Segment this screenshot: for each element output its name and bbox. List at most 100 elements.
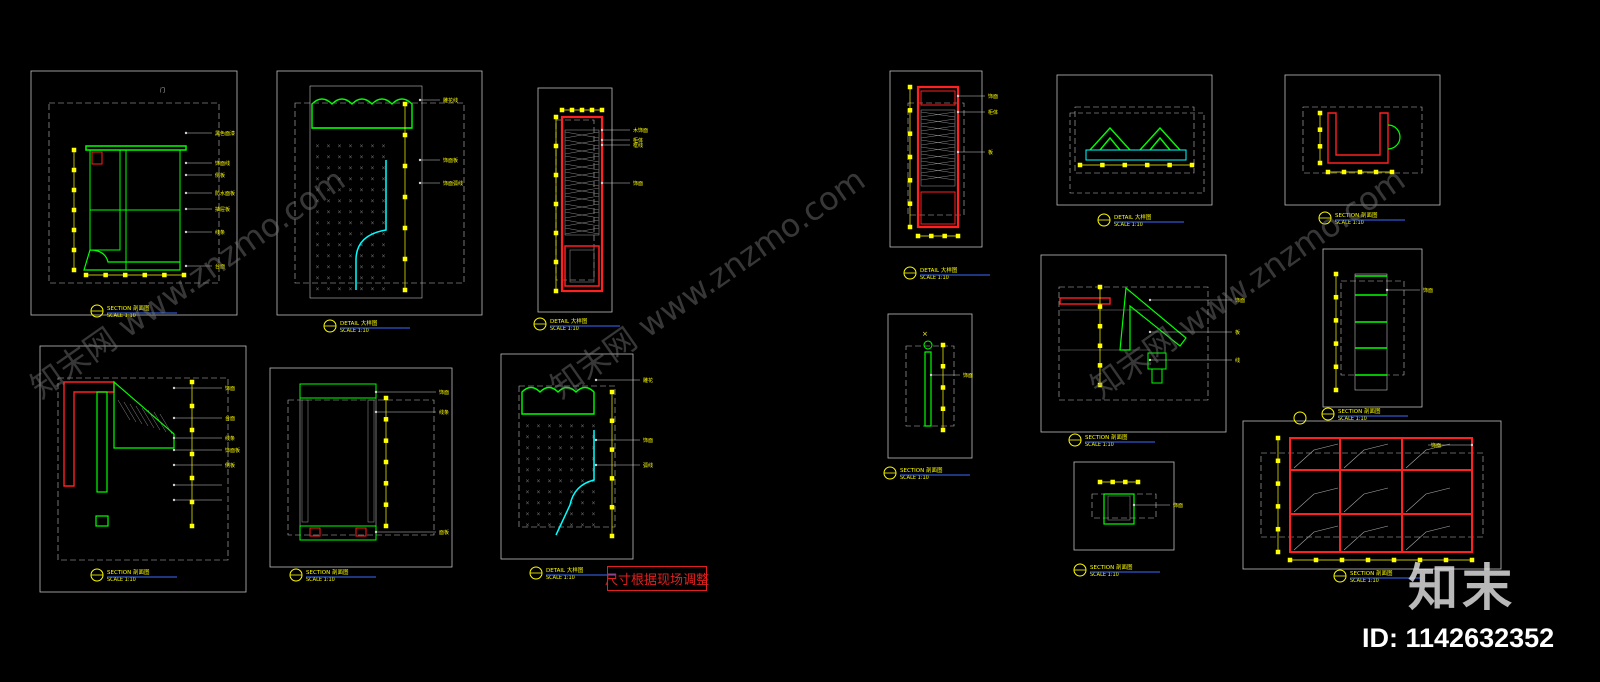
svg-text:线条: 线条: [215, 229, 225, 236]
dimension-chain: [915, 233, 961, 239]
svg-text:×: ×: [536, 523, 540, 529]
svg-text:×: ×: [370, 144, 374, 150]
svg-text:×: ×: [381, 243, 385, 249]
svg-text:×: ×: [558, 468, 562, 474]
svg-text:×: ×: [337, 221, 341, 227]
svg-text:×: ×: [580, 512, 584, 518]
dimension-chain: [1275, 435, 1281, 555]
svg-text:×: ×: [591, 490, 595, 496]
svg-text:×: ×: [525, 512, 529, 518]
svg-text:×: ×: [315, 243, 319, 249]
svg-text:×: ×: [370, 166, 374, 172]
svg-text:饰面: 饰面: [963, 372, 973, 379]
svg-text:×: ×: [315, 188, 319, 194]
dimension-chain: [609, 389, 615, 539]
svg-text:×: ×: [348, 177, 352, 183]
svg-text:×: ×: [580, 457, 584, 463]
svg-text:SCALE 1:10: SCALE 1:10: [550, 326, 579, 332]
svg-text:×: ×: [359, 144, 363, 150]
svg-text:×: ×: [337, 232, 341, 238]
svg-text:SECTION 剖面图: SECTION 剖面图: [1335, 211, 1378, 219]
svg-text:×: ×: [359, 243, 363, 249]
svg-text:×: ×: [381, 254, 385, 260]
svg-text:×: ×: [348, 210, 352, 216]
adjust-note: 尺寸根据现场调整: [605, 566, 709, 591]
svg-text:×: ×: [525, 435, 529, 441]
dimension-chain: [1317, 110, 1323, 166]
svg-text:×: ×: [370, 287, 374, 293]
svg-text:×: ×: [591, 479, 595, 485]
svg-text:饰面: 饰面: [643, 437, 653, 444]
svg-text:饰面弧线: 饰面弧线: [443, 180, 463, 187]
svg-text:×: ×: [326, 177, 330, 183]
svg-text:×: ×: [348, 144, 352, 150]
svg-text:×: ×: [591, 501, 595, 507]
svg-text:×: ×: [547, 468, 551, 474]
svg-text:×: ×: [337, 199, 341, 205]
svg-text:×: ×: [370, 199, 374, 205]
svg-text:×: ×: [326, 276, 330, 282]
svg-text:×: ×: [370, 221, 374, 227]
svg-text:×: ×: [569, 501, 573, 507]
svg-text:×: ×: [547, 435, 551, 441]
svg-text:×: ×: [580, 490, 584, 496]
svg-text:×: ×: [536, 512, 540, 518]
svg-text:×: ×: [536, 490, 540, 496]
svg-text:×: ×: [315, 199, 319, 205]
shelf-elevation-14: 饰面: [1275, 411, 1475, 563]
dimension-chain: [1097, 284, 1103, 388]
svg-text:饰面板: 饰面板: [225, 447, 240, 454]
svg-text:×: ×: [558, 435, 562, 441]
svg-text:×: ×: [547, 501, 551, 507]
svg-text:×: ×: [569, 424, 573, 430]
svg-text:×: ×: [569, 512, 573, 518]
svg-text:×: ×: [547, 424, 551, 430]
dimension-chain: [1287, 557, 1475, 563]
svg-text:×: ×: [326, 254, 330, 260]
dimension-chain: [559, 107, 605, 113]
svg-text:饰面: 饰面: [633, 180, 643, 187]
svg-text:×: ×: [370, 254, 374, 260]
svg-text:×: ×: [348, 243, 352, 249]
svg-text:×: ×: [326, 155, 330, 161]
svg-text:×: ×: [326, 144, 330, 150]
annotation-leaders: 饰面: [1132, 502, 1183, 509]
svg-text:×: ×: [525, 468, 529, 474]
svg-text:DETAIL 大样图: DETAIL 大样图: [920, 266, 958, 274]
svg-text:×: ×: [337, 287, 341, 293]
svg-text:×: ×: [359, 166, 363, 172]
svg-text:×: ×: [315, 177, 319, 183]
svg-text:×: ×: [381, 188, 385, 194]
svg-text:×: ×: [536, 457, 540, 463]
svg-text:雕花线: 雕花线: [443, 97, 458, 104]
svg-text:×: ×: [337, 155, 341, 161]
svg-text:×: ×: [326, 287, 330, 293]
svg-text:SCALE 1:10: SCALE 1:10: [1335, 220, 1364, 226]
svg-text:×: ×: [315, 210, 319, 216]
svg-text:×: ×: [348, 166, 352, 172]
svg-text:×: ×: [536, 435, 540, 441]
svg-text:×: ×: [337, 254, 341, 260]
svg-text:×: ×: [536, 479, 540, 485]
svg-text:×: ×: [536, 501, 540, 507]
svg-text:DETAIL 大样图: DETAIL 大样图: [1114, 213, 1152, 221]
svg-text:框线: 框线: [633, 142, 643, 149]
profile-section-9: [1317, 110, 1401, 175]
dimension-chain: [383, 395, 389, 529]
